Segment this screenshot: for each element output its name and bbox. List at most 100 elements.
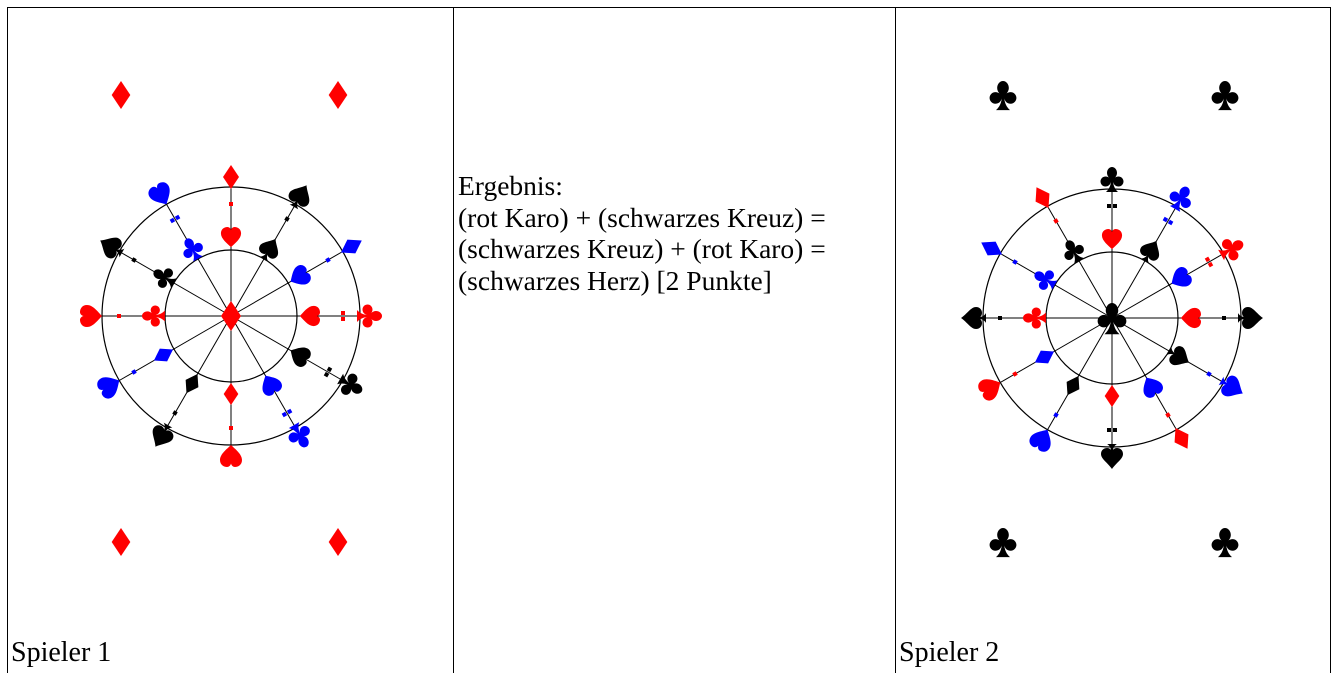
player1-label: Spieler 1 — [11, 637, 112, 668]
pip-marker — [131, 369, 137, 375]
heart-icon — [80, 305, 102, 327]
pip-marker — [284, 216, 290, 222]
result-line: (rot Karo) + (schwarzes Kreuz) = — [458, 201, 826, 233]
club-corner-icon — [1211, 528, 1239, 558]
club-icon — [288, 422, 310, 448]
club-icon — [1064, 240, 1084, 264]
pip-marker — [1012, 371, 1018, 377]
pip-marker — [229, 426, 233, 430]
pip-marker — [286, 408, 293, 415]
pip-marker — [1107, 204, 1111, 208]
spade-icon — [1140, 240, 1160, 264]
spoke-line — [230, 315, 296, 428]
spoke-line — [230, 204, 296, 317]
player2-cell: Spieler 2 — [896, 0, 1330, 673]
pip-marker — [1204, 256, 1211, 263]
player2-card — [961, 81, 1263, 558]
heart-icon — [220, 227, 242, 248]
diamond-icon — [1174, 427, 1189, 449]
heart-icon — [97, 377, 120, 399]
pip-marker — [1222, 316, 1226, 320]
pip-marker — [1207, 261, 1214, 268]
spade-icon — [100, 237, 125, 259]
spade-icon — [152, 422, 174, 447]
diamond-corner-icon — [111, 528, 131, 556]
pip-marker — [1206, 371, 1212, 377]
club-corner-icon — [1211, 81, 1239, 111]
pip-marker — [1053, 412, 1059, 418]
club-icon — [337, 373, 363, 395]
diamond-corner-icon — [111, 81, 131, 109]
diamond-icon — [1066, 376, 1080, 396]
diamond-icon — [185, 374, 199, 394]
pip-marker — [1162, 216, 1169, 223]
table-divider-2 — [895, 7, 896, 673]
player2-label: Spieler 2 — [899, 637, 1000, 668]
club-corner-icon — [989, 81, 1017, 111]
spade-icon — [1218, 375, 1243, 397]
heart-icon — [978, 379, 1001, 401]
spoke-line — [1000, 317, 1113, 383]
heart-icon — [148, 182, 170, 205]
pip-marker — [1113, 204, 1117, 208]
pip-marker — [1107, 428, 1111, 432]
spoke-line — [1000, 253, 1113, 319]
pip-marker — [281, 411, 288, 418]
club-icon — [1034, 270, 1058, 290]
pip-marker — [323, 371, 330, 378]
pip-marker — [172, 410, 178, 416]
spade-icon — [1238, 307, 1263, 329]
diamond-icon — [1104, 385, 1120, 407]
pip-marker — [131, 257, 137, 263]
club-icon — [357, 304, 382, 328]
heart-icon — [1171, 267, 1192, 287]
result-cell: Ergebnis: (rot Karo) + (schwarzes Kreuz)… — [454, 0, 895, 673]
heart-icon — [290, 265, 311, 285]
diamond-corner-icon — [328, 81, 348, 109]
spoke-line — [1047, 206, 1113, 319]
spoke-line — [1111, 317, 1224, 383]
diamond-icon — [981, 241, 1003, 256]
pip-marker — [169, 217, 176, 224]
player1-card — [80, 81, 382, 556]
player1-cell: Spieler 1 — [8, 0, 453, 673]
diamond-corner-icon — [328, 528, 348, 556]
spoke-line — [1047, 317, 1113, 430]
club-corner-icon — [989, 528, 1017, 558]
spoke-line — [119, 315, 232, 381]
table-left-border — [7, 7, 8, 673]
club-icon — [183, 238, 203, 262]
club-icon — [1100, 167, 1124, 192]
heart-icon — [290, 347, 311, 367]
diamond-icon — [223, 383, 239, 405]
table-divider-1 — [453, 7, 454, 673]
pip-marker — [1012, 259, 1018, 265]
heart-icon — [1101, 229, 1123, 250]
diamond-icon — [1035, 187, 1050, 209]
pip-marker — [174, 214, 181, 221]
spoke-line — [166, 204, 232, 317]
table-top-border — [7, 7, 1331, 8]
pip-marker — [1113, 428, 1117, 432]
result-line: (schwarzes Herz) [2 Punkte] — [458, 264, 772, 296]
diamond-icon — [1034, 350, 1054, 364]
pip-marker — [341, 317, 345, 321]
club-icon — [1169, 186, 1191, 212]
spade-icon — [259, 238, 279, 262]
diamond-icon — [340, 239, 362, 254]
heart-icon — [299, 305, 321, 327]
spoke-line — [1111, 253, 1224, 319]
club-icon — [141, 305, 165, 327]
club-icon — [1218, 239, 1244, 261]
result-line: (schwarzes Kreuz) + (rot Karo) = — [458, 233, 826, 264]
pip-marker — [325, 257, 331, 263]
club-center-icon — [1097, 303, 1127, 335]
spoke-line — [119, 251, 232, 317]
table-right-border — [1330, 7, 1331, 673]
result-line: Ergebnis: — [458, 170, 563, 201]
pip-marker — [341, 311, 345, 315]
heart-icon — [1180, 307, 1202, 329]
club-icon — [153, 268, 177, 288]
heart-icon — [1143, 377, 1163, 398]
result-text: Ergebnis: (rot Karo) + (schwarzes Kreuz)… — [458, 170, 826, 296]
